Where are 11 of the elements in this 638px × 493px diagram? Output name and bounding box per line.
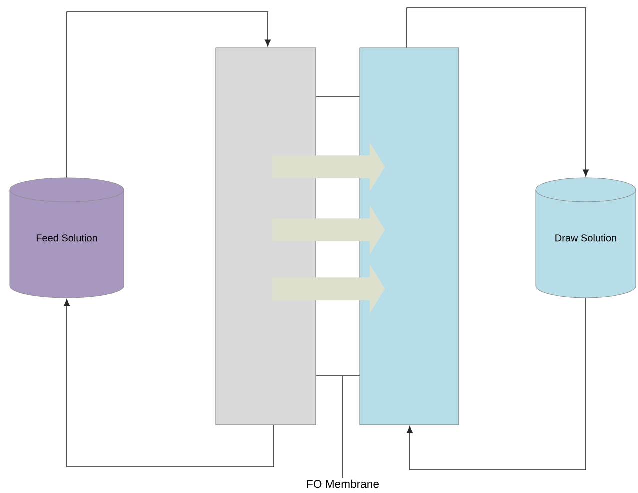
- membrane-line: [316, 96, 360, 98]
- tank-cylinder: Draw Solution: [536, 178, 636, 298]
- leader-line: [342, 376, 344, 479]
- channel-box: [216, 48, 316, 426]
- membrane-label: FO Membrane: [307, 480, 379, 488]
- arrow: [64, 299, 274, 468]
- tank-cylinder: Feed Solution: [10, 178, 124, 298]
- arrow: [66, 12, 271, 178]
- arrow: [406, 8, 589, 177]
- arrow: [407, 298, 586, 470]
- channel-box: [360, 48, 460, 426]
